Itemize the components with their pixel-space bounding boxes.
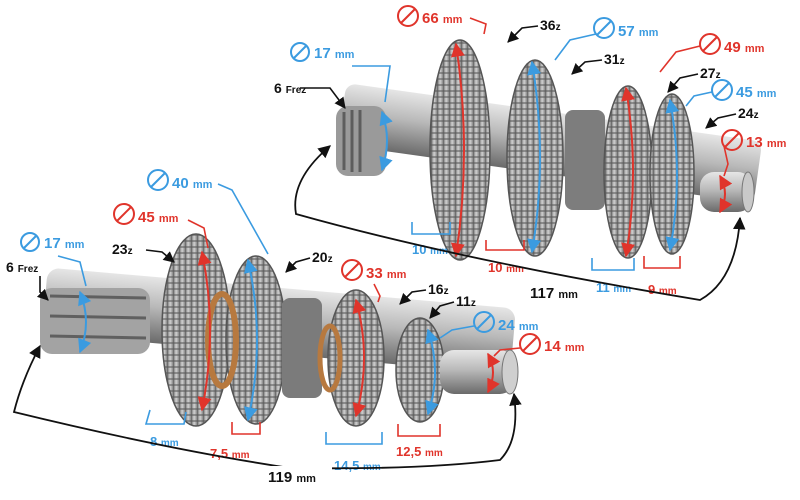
upper-shaft-assembly <box>336 39 761 261</box>
upper-spline-count: 6 Frez <box>274 80 306 96</box>
lower-shaft-end-face <box>501 349 519 395</box>
upper-shaft-end-face <box>741 171 755 213</box>
lower-width-4: 12,5 mm <box>396 444 443 459</box>
diameter-symbol-icon <box>20 232 40 252</box>
diameter-symbol-icon <box>519 333 541 355</box>
diameter-symbol-icon <box>341 259 363 281</box>
lower-gear-45-diameter: 45 mm <box>138 209 179 226</box>
lower-gear-40-diameter: 40 mm <box>172 175 213 192</box>
upper-length-line <box>294 145 746 301</box>
upper-annotations: 6 Frez 17 mm 66 mm 36z 57 mm 31z 49 mm 2 <box>274 5 787 302</box>
lower-gear-24-diameter: 24 mm <box>498 317 539 334</box>
diameter-symbol-icon <box>699 33 721 55</box>
lower-gear-24-teeth: 11z <box>456 293 476 309</box>
upper-length: 117 mm <box>530 285 578 302</box>
diameter-symbol-icon <box>147 169 169 191</box>
lower-gear-24 <box>395 317 445 423</box>
upper-gear-66-diameter: 66 mm <box>422 10 463 27</box>
lower-collar <box>282 298 322 398</box>
upper-gear-49 <box>603 85 653 259</box>
diameter-symbol-icon <box>113 203 135 225</box>
lower-gear-40-teeth: 20z <box>312 249 333 265</box>
upper-width-2: 10 mm <box>488 260 524 275</box>
lower-gear-33-diameter: 33 mm <box>366 265 407 282</box>
upper-end-diameter: 13 mm <box>746 134 787 151</box>
lower-shaft-assembly <box>40 233 519 427</box>
lower-width-3: 14,5 mm <box>334 458 381 473</box>
lower-gear-33-teeth: 16z <box>428 281 449 297</box>
lower-gear-45 <box>161 233 231 427</box>
lower-end-diameter: 14 mm <box>544 338 585 355</box>
diameter-symbol-icon <box>711 79 733 101</box>
lower-gear-45-teeth: 23z <box>112 241 133 257</box>
upper-gear-57-diameter: 57 mm <box>618 23 659 40</box>
upper-gear-45-teeth: 24z <box>738 105 759 121</box>
lower-journal-diameter: 17 mm <box>44 235 85 252</box>
upper-journal-diameter: 17 mm <box>314 45 355 62</box>
upper-gear-45-diameter: 45 mm <box>736 84 777 101</box>
upper-gear-49-teeth: 27z <box>700 65 721 81</box>
lower-annotations: 6 Frez 17 mm 40 mm 45 mm 23z 20z 33 mm <box>6 169 585 486</box>
lower-length: 119 mm <box>268 469 316 486</box>
upper-collar <box>565 110 605 210</box>
lower-spline-grooves <box>49 294 147 340</box>
diameter-symbol-icon <box>397 5 419 27</box>
upper-gear-49-diameter: 49 mm <box>724 39 765 56</box>
upper-gear-57-teeth: 31z <box>604 51 625 67</box>
upper-width-4: 9 mm <box>648 282 677 297</box>
diameter-symbol-icon <box>290 42 310 62</box>
diameter-symbol-icon <box>593 17 615 39</box>
lower-gear-33 <box>327 289 385 427</box>
diameter-symbol-icon <box>473 311 495 333</box>
lower-spline-count: 6 Frez <box>6 259 38 275</box>
lower-width-1: 8 mm <box>150 434 179 449</box>
upper-gear-66-teeth: 36z <box>540 17 561 33</box>
